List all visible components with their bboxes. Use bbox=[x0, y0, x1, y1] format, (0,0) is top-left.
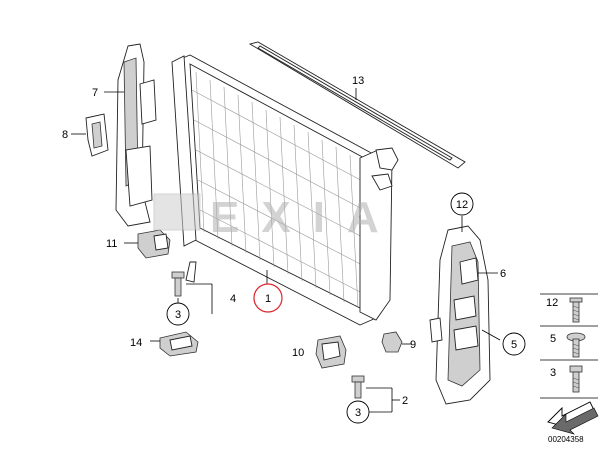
callout-6: 6 bbox=[500, 268, 506, 280]
callout-9: 9 bbox=[410, 339, 416, 351]
callout-3a-circle: 3 bbox=[166, 302, 190, 326]
callout-2: 2 bbox=[402, 395, 408, 407]
part-7-left-duct bbox=[104, 43, 157, 227]
callout-12-circle: 12 bbox=[450, 192, 474, 216]
watermark: EXIA bbox=[153, 193, 401, 242]
part-8-clip bbox=[71, 113, 109, 157]
callout-11: 11 bbox=[106, 238, 117, 250]
legend-item-3: 3 bbox=[550, 365, 583, 393]
watermark-text: EXIA bbox=[210, 193, 401, 242]
bolt-3-icon bbox=[569, 365, 583, 393]
legend-item-12: 12 bbox=[546, 297, 583, 323]
callout-3a: 3 bbox=[175, 309, 181, 321]
part-13-seal-strip bbox=[248, 41, 466, 169]
part-9-grommet bbox=[381, 331, 412, 353]
part-10-clamp bbox=[315, 335, 347, 369]
diagram-id: 00204358 bbox=[548, 435, 584, 444]
callout-3b: 3 bbox=[355, 407, 361, 419]
legend-item-3-number: 3 bbox=[550, 367, 556, 379]
legend-item-12-number: 12 bbox=[546, 297, 558, 309]
callout-13: 13 bbox=[352, 75, 364, 87]
callout-8: 8 bbox=[62, 129, 68, 141]
callout-3b-circle: 3 bbox=[346, 400, 370, 424]
arrow-icon bbox=[547, 401, 599, 435]
callout-5: 5 bbox=[511, 339, 517, 351]
callout-12: 12 bbox=[456, 199, 468, 211]
legend: 12 5 bbox=[540, 293, 599, 444]
callout-1: 1 bbox=[265, 293, 271, 305]
part-1-radiator bbox=[171, 54, 399, 326]
bolt-left bbox=[171, 271, 213, 314]
callout-7: 7 bbox=[92, 87, 98, 99]
part-6-right-duct bbox=[429, 216, 501, 405]
part-14-mount bbox=[150, 331, 199, 357]
screw-12-icon bbox=[569, 297, 583, 323]
legend-item-5-number: 5 bbox=[550, 333, 556, 345]
callout-10: 10 bbox=[292, 347, 304, 359]
callout-1-circle: 1 bbox=[253, 283, 283, 313]
callout-5-circle: 5 bbox=[502, 332, 526, 356]
callout-14: 14 bbox=[130, 337, 142, 349]
part-11-bracket bbox=[124, 229, 171, 259]
bolt-center bbox=[351, 375, 400, 413]
watermark-box bbox=[153, 193, 201, 231]
callout-4: 4 bbox=[230, 293, 236, 305]
legend-item-5: 5 bbox=[550, 332, 586, 358]
screw-5-icon bbox=[566, 332, 586, 358]
